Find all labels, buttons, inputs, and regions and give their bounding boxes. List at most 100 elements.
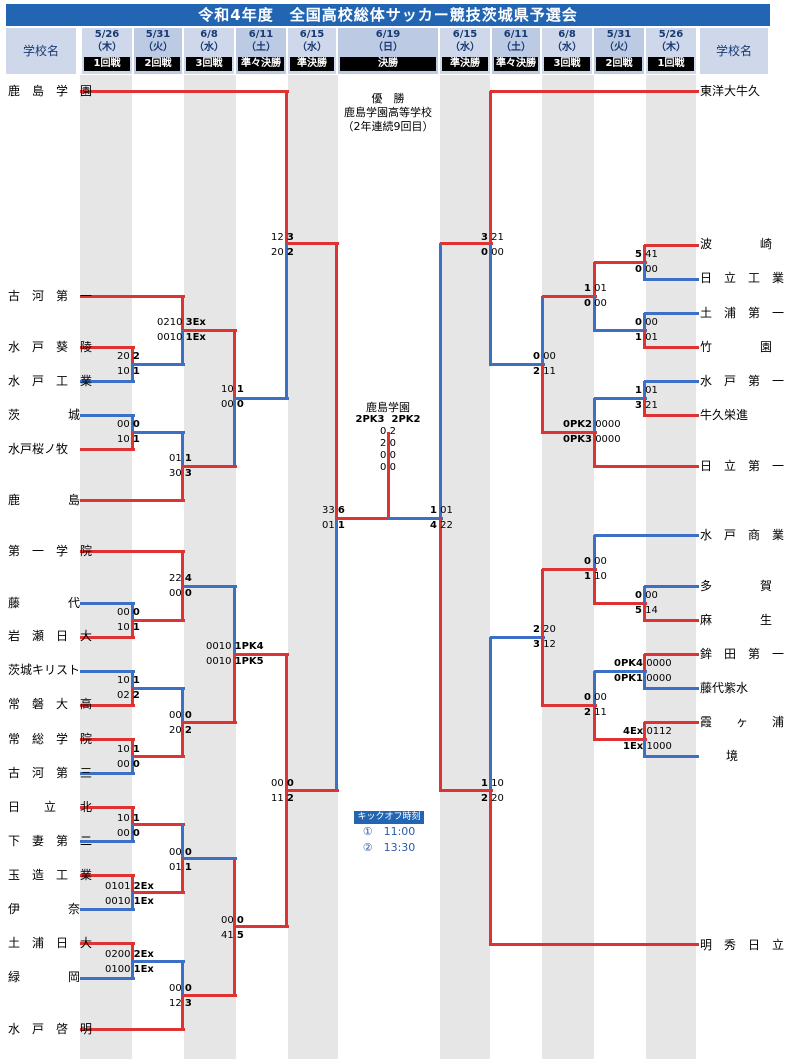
bracket-line xyxy=(233,586,236,656)
bracket-line xyxy=(490,363,545,366)
score: 00 0 xyxy=(169,847,192,858)
score: 01 1 xyxy=(322,520,345,531)
bracket-line xyxy=(80,874,135,877)
bracket-line xyxy=(131,875,134,894)
bracket-line xyxy=(80,704,135,707)
bracket-line xyxy=(131,415,134,434)
bracket-line xyxy=(131,943,134,963)
score: 01 1 xyxy=(169,862,192,873)
bracket-line xyxy=(80,670,135,673)
score: 1 01 xyxy=(430,505,453,516)
school-name: 土 浦 日 大 xyxy=(8,936,93,950)
bracket-line xyxy=(594,397,647,400)
score: 1 01 xyxy=(635,332,658,343)
score: 0 00 xyxy=(584,298,607,309)
final-half: 0 0 xyxy=(380,450,396,461)
score: 0100 1Ex xyxy=(105,964,154,975)
round-header-right-2: 5/31（火）2回戦 xyxy=(594,28,644,74)
bracket-line xyxy=(593,262,596,298)
bracket-line xyxy=(233,654,236,724)
school-name: 水 戸 啓 明 xyxy=(8,1022,93,1036)
school-name: 鉾 田 第 一 xyxy=(700,647,785,661)
bracket-line xyxy=(181,858,184,894)
bracket-line xyxy=(131,961,134,980)
bracket-line xyxy=(80,738,135,741)
bracket-line xyxy=(131,364,134,383)
bracket-line xyxy=(643,262,646,281)
bracket-line xyxy=(182,994,237,997)
kickoff-time: ① 11:00 xyxy=(362,825,416,838)
bracket-line xyxy=(233,330,236,400)
bracket-line xyxy=(80,550,185,553)
score: 10 1 xyxy=(221,384,244,395)
bracket-line xyxy=(181,586,184,622)
bracket-line xyxy=(593,705,596,741)
school-name: 第 一 学 院 xyxy=(8,544,93,558)
page-title: 令和4年度 全国高校総体サッカー競技茨城県予選会 xyxy=(6,4,770,26)
bracket-line xyxy=(234,653,289,656)
bracket-line xyxy=(80,636,135,639)
final-winner: 鹿島学園 xyxy=(366,401,410,414)
bracket-line xyxy=(80,414,135,417)
bracket-line xyxy=(542,431,597,434)
champion-heading: 優 勝 xyxy=(371,92,405,105)
bracket-line xyxy=(541,296,544,366)
champion-school: 鹿島学園高等学校 xyxy=(344,106,432,119)
round-header-final: 6/19（日）決勝 xyxy=(338,28,438,74)
score: 0PK4 0000 xyxy=(614,658,672,669)
bracket-line xyxy=(131,892,134,911)
score: 0 00 xyxy=(635,590,658,601)
score: 01 1 xyxy=(169,453,192,464)
bracket-line xyxy=(80,295,185,298)
bracket-line xyxy=(285,654,288,792)
school-name: 日 立 北 xyxy=(8,800,93,814)
school-name: 下 妻 第 二 xyxy=(8,834,93,848)
bracket-line xyxy=(594,670,647,673)
school-name: 日 立 工 業 xyxy=(700,271,785,285)
bracket-line xyxy=(594,465,699,468)
score: 02 2 xyxy=(117,690,140,701)
bracket-line xyxy=(593,535,596,571)
bracket-line xyxy=(335,518,338,792)
bracket-line xyxy=(285,790,288,928)
score: 2 20 xyxy=(533,624,556,635)
bracket-line xyxy=(644,619,699,622)
bracket-line xyxy=(182,329,237,332)
school-name: 水 戸 工 業 xyxy=(8,374,93,388)
bracket-line xyxy=(490,636,545,639)
bracket-line xyxy=(132,891,185,894)
school-name: 竹 園 xyxy=(700,340,773,354)
bracket-line xyxy=(387,432,390,520)
bracket-line xyxy=(594,329,647,332)
bracket-line xyxy=(541,364,544,434)
score: 11 2 xyxy=(271,793,294,804)
bracket-line xyxy=(80,840,135,843)
bracket-line xyxy=(490,90,699,93)
school-name: 岩 瀬 日 大 xyxy=(8,629,93,643)
score: 2 11 xyxy=(584,707,607,718)
bracket-line xyxy=(182,585,237,588)
school-name: 麻 生 xyxy=(700,613,773,627)
bracket-line xyxy=(181,722,184,758)
school-name: 霞 ヶ 浦 xyxy=(700,715,785,729)
bracket-line xyxy=(132,687,185,690)
bracket-line xyxy=(181,466,184,502)
score: 3 21 xyxy=(481,232,504,243)
round1-left-column xyxy=(80,75,132,1059)
bracket-line xyxy=(593,569,596,605)
final-scores: 2PK3 2PK2 xyxy=(355,414,421,425)
school-name: 牛久栄進 xyxy=(700,408,749,422)
bracket-line xyxy=(131,620,134,639)
bracket-line xyxy=(181,330,184,366)
final-half: 2 0 xyxy=(380,438,396,449)
school-name: 玉 造 工 業 xyxy=(8,868,93,882)
score: 1 01 xyxy=(635,385,658,396)
bracket-line xyxy=(593,296,596,332)
bracket-line xyxy=(643,381,646,400)
bracket-line xyxy=(80,977,135,980)
bracket-line xyxy=(594,534,699,537)
bracket-line xyxy=(541,569,544,639)
score: 30 3 xyxy=(169,468,192,479)
score: 0200 2Ex xyxy=(105,949,154,960)
school-name: 日 立 第 一 xyxy=(700,459,785,473)
